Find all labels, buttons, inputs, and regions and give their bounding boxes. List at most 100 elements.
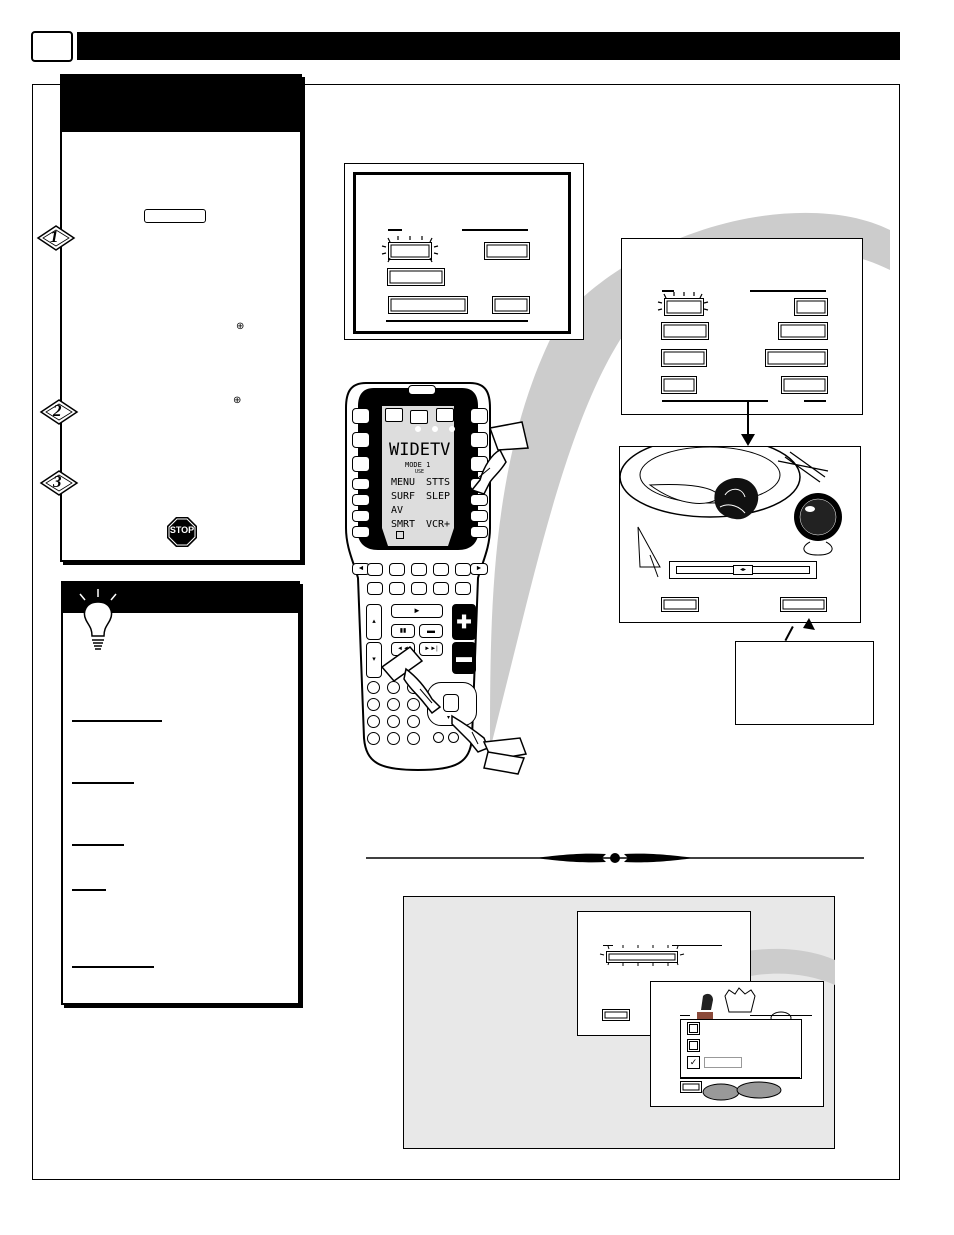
table-setting-picture: [620, 447, 842, 578]
menu-option[interactable]: [492, 296, 530, 314]
example-selected-field[interactable]: [704, 1057, 742, 1068]
step-2-diamond-icon: [39, 399, 79, 425]
remote-key[interactable]: [389, 582, 405, 595]
hand-pointer-icon: [380, 645, 442, 715]
button-outline-graphic: [144, 209, 206, 223]
menu-option[interactable]: [781, 376, 828, 394]
remote-ok-key[interactable]: [443, 694, 459, 712]
remote-top-key[interactable]: [408, 385, 436, 395]
remote-side-key[interactable]: [352, 510, 370, 522]
remote-key[interactable]: [411, 582, 427, 595]
checkbox-checked[interactable]: ✓: [687, 1056, 700, 1069]
step-1-number: 1: [50, 227, 59, 246]
menu-option[interactable]: [794, 298, 828, 316]
menu-option[interactable]: [387, 268, 445, 286]
remote-number-key[interactable]: [387, 698, 400, 711]
remote-key[interactable]: [455, 582, 471, 595]
menu-option[interactable]: [661, 322, 709, 340]
remote-indicator-dot: [449, 426, 455, 432]
remote-number-key[interactable]: [407, 715, 420, 728]
page-number-box: [31, 31, 73, 62]
remote-channel-up-key[interactable]: ▴: [366, 604, 382, 640]
remote-number-key[interactable]: [367, 715, 380, 728]
menu-option[interactable]: [780, 597, 827, 612]
swoosh-graphic: [490, 212, 890, 750]
remote-mode-key[interactable]: [410, 410, 428, 424]
remote-mode-key[interactable]: [385, 408, 403, 422]
remote-forward-key[interactable]: ►►|: [419, 642, 443, 656]
remote-number-key[interactable]: [367, 732, 380, 745]
remote-lcd-key-menu[interactable]: MENU: [391, 477, 416, 488]
remote-lcd-mode-sub: USE: [415, 469, 425, 475]
remote-lcd-key-slep[interactable]: SLEP: [426, 491, 451, 502]
menu-option[interactable]: [661, 349, 707, 367]
tv-screen-3: [619, 446, 861, 623]
remote-volume-down-key[interactable]: ▬: [452, 642, 476, 674]
remote-mode-key[interactable]: [436, 408, 454, 422]
page-frame: [32, 84, 900, 1180]
remote-number-key[interactable]: [387, 715, 400, 728]
menu-option[interactable]: [661, 376, 697, 394]
menu-option[interactable]: [778, 322, 828, 340]
menu-option[interactable]: [388, 296, 468, 314]
remote-volume-up-key[interactable]: ✚: [452, 604, 476, 640]
remote-key[interactable]: [433, 732, 444, 743]
step-2-number: 2: [53, 401, 62, 420]
remote-side-key[interactable]: [352, 456, 370, 472]
remote-pause-key[interactable]: ▮▮: [391, 624, 415, 638]
remote-lcd-key-surf[interactable]: SURF: [391, 491, 416, 502]
header-bar: [77, 32, 900, 60]
remote-key[interactable]: [367, 582, 383, 595]
section-divider: [366, 853, 864, 863]
example-checklist-panel: [680, 1019, 802, 1079]
menu-option[interactable]: [765, 349, 828, 367]
remote-key[interactable]: [433, 582, 449, 595]
remote-lcd-key-stts[interactable]: STTS: [426, 477, 451, 488]
remote-play-key[interactable]: ►: [391, 604, 443, 618]
remote-key[interactable]: [367, 563, 383, 576]
remote-side-key[interactable]: [470, 408, 488, 424]
remote-side-key[interactable]: [352, 526, 370, 538]
remote-side-key[interactable]: [470, 526, 488, 538]
step-3-number: 3: [53, 472, 62, 491]
remote-number-key[interactable]: [387, 732, 400, 745]
example-option[interactable]: [602, 1009, 630, 1021]
remote-side-key[interactable]: [352, 478, 370, 490]
example-highlighted-option[interactable]: [606, 951, 678, 963]
stop-sign-icon: [167, 517, 197, 547]
example-option[interactable]: [680, 1081, 702, 1093]
menu-option-highlighted[interactable]: [664, 298, 704, 316]
remote-side-key[interactable]: [352, 432, 370, 448]
adjustment-slider-handle[interactable]: ◂▸: [733, 565, 753, 575]
remote-channel-down-key[interactable]: ▾: [366, 642, 382, 678]
menu-option[interactable]: [661, 597, 699, 612]
step-3-diamond-icon: [39, 470, 79, 496]
menu-option-highlighted[interactable]: [388, 242, 432, 260]
remote-side-key[interactable]: [470, 494, 488, 506]
remote-number-key[interactable]: [367, 681, 380, 694]
remote-key[interactable]: [448, 732, 459, 743]
remote-side-key[interactable]: [470, 432, 488, 448]
remote-key[interactable]: [433, 563, 449, 576]
checkbox[interactable]: [687, 1022, 700, 1035]
remote-lcd-key-vcr-plus[interactable]: VCR+: [426, 519, 451, 530]
remote-number-key[interactable]: [407, 698, 420, 711]
tip-underline: [72, 966, 154, 968]
menu-option[interactable]: [484, 242, 530, 260]
remote-key[interactable]: [411, 563, 427, 576]
remote-key[interactable]: [455, 563, 471, 576]
remote-side-key[interactable]: [470, 510, 488, 522]
remote-right-arrow-key[interactable]: ►: [470, 563, 488, 575]
remote-number-key[interactable]: [367, 698, 380, 711]
lightbulb-icon: [73, 589, 123, 650]
remote-side-key[interactable]: [352, 494, 370, 506]
remote-lcd-key-smrt[interactable]: SMRT: [391, 519, 416, 530]
remote-stop-key[interactable]: ▬: [419, 624, 443, 638]
remote-lcd-key-av[interactable]: AV: [391, 505, 404, 516]
checkbox[interactable]: [687, 1039, 700, 1052]
arrow-down-icon: [741, 434, 755, 446]
remote-side-key[interactable]: [352, 408, 370, 424]
arrow-up-icon: [803, 618, 815, 630]
remote-key[interactable]: [389, 563, 405, 576]
remote-number-key[interactable]: [407, 732, 420, 745]
